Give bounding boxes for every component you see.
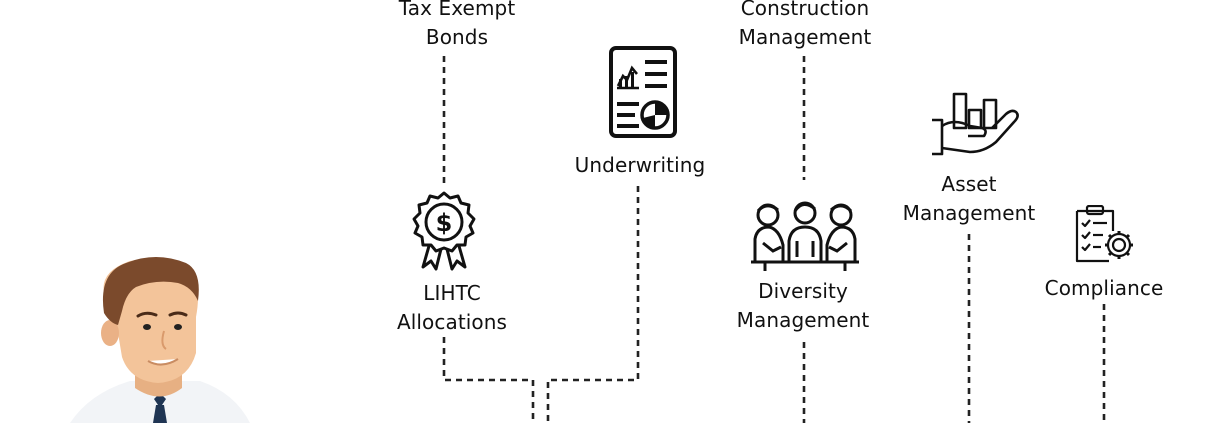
- svg-text:$: $: [436, 209, 453, 237]
- label-underwriting: Underwriting: [574, 153, 706, 177]
- dollar-award-badge-icon: $: [412, 191, 476, 271]
- connector-lihtc: [442, 337, 535, 423]
- connector-underwriting: [546, 186, 640, 423]
- team-meeting-icon: [751, 201, 859, 271]
- label-compliance: Compliance: [1044, 276, 1164, 300]
- businessman-illustration: [70, 257, 250, 423]
- clipboard-gear-icon: [1075, 205, 1133, 263]
- report-document-icon: [609, 46, 677, 138]
- hand-holding-chart-icon: [932, 92, 1019, 156]
